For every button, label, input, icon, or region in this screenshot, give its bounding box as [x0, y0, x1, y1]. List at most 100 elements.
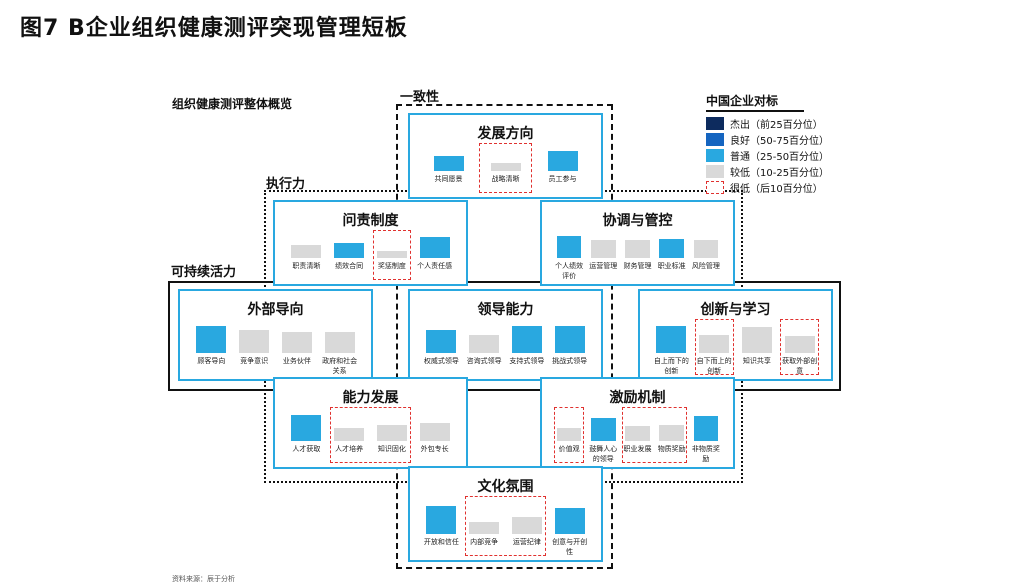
legend-swatch	[706, 132, 724, 146]
bar-label: 人才培养	[335, 445, 364, 453]
very-low-marker	[329, 407, 412, 463]
bar	[659, 239, 684, 258]
very-low-marker	[464, 496, 547, 556]
bar-label: 运营纪律	[512, 538, 541, 546]
bar-label: 挑战式领导	[552, 357, 588, 365]
bar	[554, 326, 585, 353]
bar	[625, 239, 650, 258]
panel-title: 发展方向	[477, 126, 534, 142]
bar	[324, 332, 355, 353]
very-low-marker	[694, 319, 734, 375]
bar-label: 咨询式领导	[466, 357, 502, 365]
bar	[659, 424, 684, 441]
legend: 中国企业对标 杰出（前25百分位）良好（50-75百分位）普通（25-50百分位…	[706, 92, 836, 195]
legend-item: 较低（10-25百分位）	[706, 163, 836, 179]
legend-label: 较低（10-25百分位）	[730, 167, 830, 179]
legend-swatch	[706, 180, 724, 194]
legend-label: 良好（50-75百分位）	[730, 135, 830, 147]
legend-item: 普通（25-50百分位）	[706, 147, 836, 163]
bar-label: 员工参与	[548, 175, 577, 183]
legend-swatch	[706, 148, 724, 162]
bar-label: 内部竞争	[470, 538, 499, 546]
panel-external-orientation: 外部导向顾客导向 竞争意识 业务伙伴 政府和社会关系	[178, 289, 373, 381]
bar	[334, 242, 365, 258]
legend-swatch	[706, 116, 724, 130]
legend-swatch	[706, 164, 724, 178]
bar-label: 知识共享	[742, 357, 771, 365]
bar	[656, 326, 687, 353]
bar	[469, 522, 500, 534]
legend-item: 良好（50-75百分位）	[706, 131, 836, 147]
bar-label: 运营管理	[589, 262, 618, 270]
panel-development-direction: 发展方向共同愿景 战略清晰 员工参与	[408, 113, 603, 199]
bar	[433, 156, 464, 171]
bar-label: 自上而下的创新	[653, 357, 689, 375]
bar-label: 风险管理	[691, 262, 720, 270]
panel-leadership: 领导能力权威式领导咨询式领导支持式领导挑战式领导	[408, 289, 603, 381]
bar-label: 奖惩制度	[377, 262, 406, 270]
panel-accountability: 问责制度职责清晰绩效合同奖惩制度个人责任感	[273, 200, 468, 286]
bar	[547, 151, 578, 171]
bar-label: 权威式领导	[423, 357, 459, 365]
very-low-marker	[479, 143, 532, 193]
consistency-frame	[396, 104, 613, 569]
bar	[699, 335, 730, 353]
bar	[426, 330, 457, 353]
sustainability-label: 可持续活力	[171, 265, 237, 280]
bar	[556, 427, 582, 441]
bar	[469, 335, 500, 353]
bar	[281, 331, 312, 353]
bar-label: 个人责任感	[417, 262, 453, 270]
bar	[419, 422, 450, 441]
legend-label: 很低（后10百分位）	[730, 183, 823, 195]
bar	[291, 244, 322, 258]
bar-label: 知识固化	[377, 445, 406, 453]
panel-coordination-control: 协调与管控个人绩效评价运营管理财务管理职业标准风险管理	[540, 200, 735, 286]
bar	[334, 428, 365, 441]
bar	[376, 250, 407, 258]
bar	[511, 517, 542, 534]
panel-title: 文化氛围	[477, 479, 534, 495]
panel-title: 问责制度	[342, 213, 399, 229]
legend-label: 普通（25-50百分位）	[730, 151, 830, 163]
very-low-marker	[780, 319, 819, 375]
bar	[291, 415, 322, 441]
bar-label: 共同愿景	[434, 175, 463, 183]
bar-label: 开放和信任	[423, 538, 459, 546]
bar-label: 职业标准	[657, 262, 686, 270]
bar	[693, 240, 719, 258]
very-low-marker	[554, 407, 585, 463]
panel-capability-development: 能力发展人才获取人才培养知识固化外包专长	[273, 377, 468, 469]
legend-label: 杰出（前25百分位）	[730, 119, 823, 131]
panel-title: 创新与学习	[700, 302, 771, 318]
bar-label: 业务伙伴	[282, 357, 311, 365]
bar-label: 非物质奖励	[691, 445, 720, 463]
bar-label: 鼓舞人心的领导	[589, 445, 618, 463]
bar	[419, 237, 450, 258]
bar-label: 政府和社会关系	[322, 357, 358, 375]
very-low-marker	[372, 230, 412, 280]
bar-label: 财务管理	[623, 262, 652, 270]
bar	[239, 330, 270, 353]
bar-label: 价值观	[558, 445, 580, 453]
sustainability-frame	[168, 281, 841, 391]
page-title: 图7 B企业组织健康测评突现管理短板	[20, 16, 408, 41]
bar-label: 顾客导向	[197, 357, 226, 365]
bar	[196, 326, 227, 353]
bar-label: 竞争意识	[240, 357, 269, 365]
bar	[625, 426, 650, 441]
bar-label: 物质奖励	[657, 445, 686, 453]
panel-title: 外部导向	[247, 302, 304, 318]
panel-motivation: 激励机制价值观鼓舞人心的领导职业发展物质奖励非物质奖励	[540, 377, 735, 469]
bar-label: 个人绩效评价	[555, 262, 584, 280]
legend-item: 杰出（前25百分位）	[706, 115, 836, 131]
bar-label: 战略清晰	[491, 175, 520, 183]
bar-label: 人才获取	[292, 445, 321, 453]
panel-title: 能力发展	[342, 390, 399, 406]
execution-label: 执行力	[266, 177, 306, 192]
panel-title: 协调与管控	[602, 213, 673, 229]
panel-title: 领导能力	[477, 302, 534, 318]
bar-label: 支持式领导	[509, 357, 545, 365]
legend-item: 很低（后10百分位）	[706, 179, 836, 195]
panel-culture-climate: 文化氛围开放和信任内部竞争运营纪律创意与开创性	[408, 466, 603, 562]
